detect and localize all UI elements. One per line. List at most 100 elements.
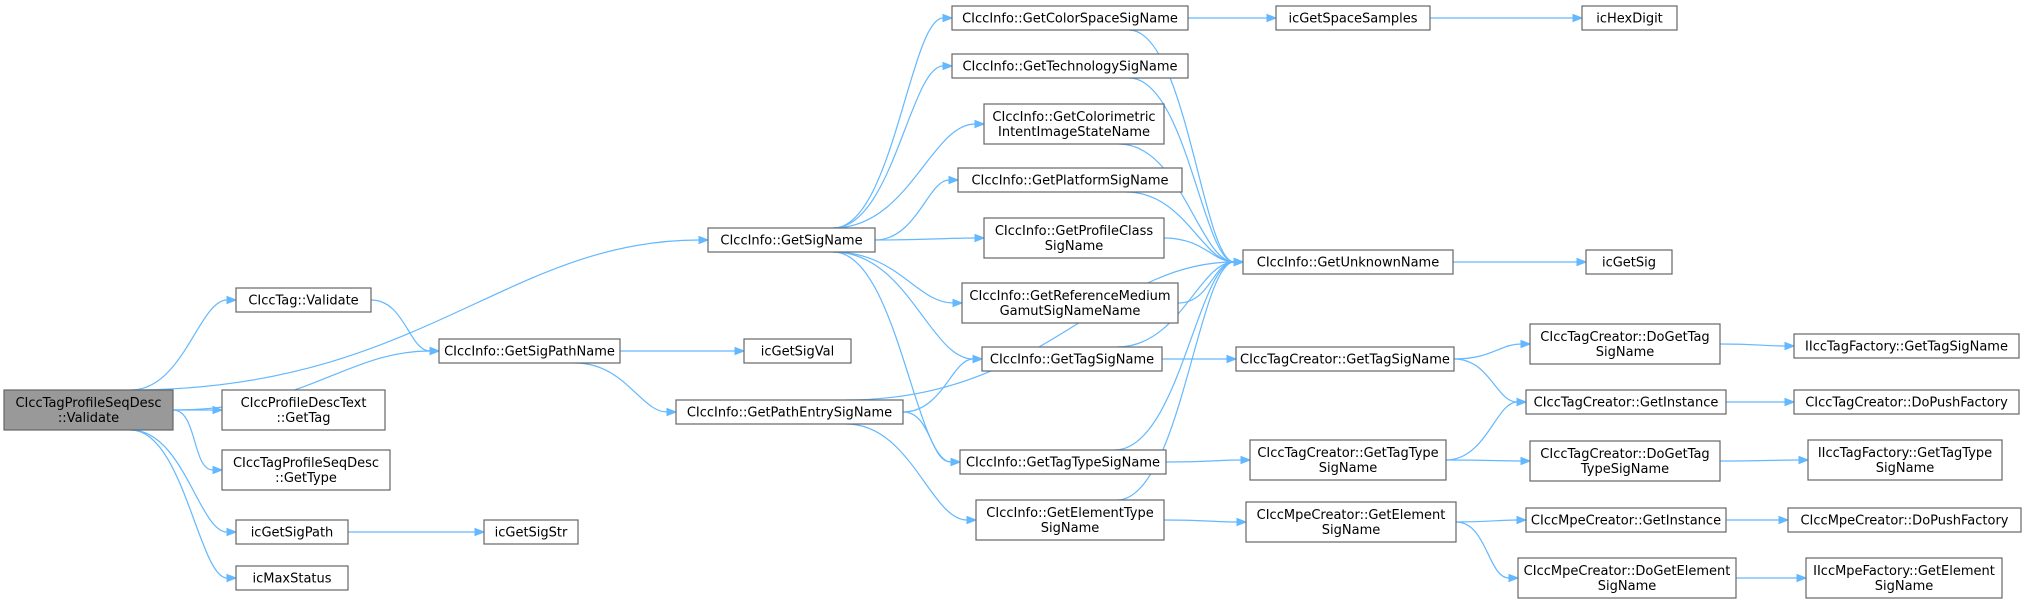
node-box: [1805, 557, 2003, 599]
node-desc-gettag[interactable]: CIccProfileDescText::GetTag: [221, 389, 386, 431]
node-getcolorimetric[interactable]: CIccInfo::GetColorimetricIntentImageStat…: [983, 103, 1165, 145]
edge-line: [130, 239, 700, 391]
node-getsigname[interactable]: CIccInfo::GetSigName: [707, 227, 876, 253]
node-creator-gettagtype[interactable]: CIccTagCreator::GetTagTypeSigName: [1249, 439, 1447, 481]
arrowhead-icon: [226, 527, 238, 537]
node-root[interactable]: CIccTagProfileSeqDesc::Validate: [3, 389, 174, 431]
edge-creator-gettagtype-to-creator-getinstance: [1445, 397, 1528, 461]
node-gettechnology[interactable]: CIccInfo::GetTechnologySigName: [951, 53, 1189, 79]
node-label: icGetSpaceSamples: [1288, 12, 1417, 27]
node-box: [1529, 440, 1721, 482]
node-getplatform[interactable]: CIccInfo::GetPlatformSigName: [957, 167, 1183, 193]
edge-getpathentry-to-info-getelemtype: [846, 423, 978, 525]
edge-line: [574, 362, 668, 413]
edge-root-to-icgetsigpath: [130, 429, 238, 537]
edge-line: [1455, 521, 1510, 579]
node-creator-getinstance[interactable]: CIccTagCreator::GetInstance: [1525, 389, 1727, 415]
edge-line: [130, 299, 228, 391]
node-getrefmedium[interactable]: CIccInfo::GetReferenceMediumGamutSigName…: [961, 282, 1179, 324]
node-box: [438, 338, 621, 364]
node-box: [957, 167, 1183, 193]
edge-line: [1125, 191, 1235, 263]
edge-info-getelemtype-to-getunknown: [1116, 257, 1245, 501]
node-label: CIccTagCreator::DoPushFactory: [1805, 396, 2008, 411]
node-label: CIccInfo::GetPlatformSigName: [971, 174, 1168, 189]
node-box: [975, 499, 1165, 541]
node-factory-gettagtype[interactable]: IIccTagFactory::GetTagTypeSigName: [1807, 439, 2003, 481]
arrowhead-icon: [1233, 257, 1245, 267]
arrowhead-icon: [1266, 13, 1278, 23]
node-getunknown[interactable]: CIccInfo::GetUnknownName: [1242, 249, 1454, 275]
node-label: CIccProfileDescText: [241, 396, 367, 411]
node-ichexdigit[interactable]: icHexDigit: [1581, 5, 1678, 31]
node-seq-gettype[interactable]: CIccTagProfileSeqDesc::GetType: [221, 449, 391, 491]
edge-line: [874, 179, 950, 241]
arrowhead-icon: [952, 298, 964, 308]
node-label: TypeSigName: [1580, 462, 1669, 477]
node-info-gettagtype[interactable]: CIccInfo::GetTagTypeSigName: [959, 449, 1167, 475]
node-box: [1517, 557, 1737, 599]
node-box: [1585, 249, 1673, 275]
arrowhead-icon: [942, 13, 954, 23]
node-label: CIccInfo::GetSigName: [720, 234, 862, 249]
node-getcolorspace[interactable]: CIccInfo::GetColorSpaceSigName: [951, 5, 1189, 31]
node-label: ::GetTag: [277, 411, 331, 426]
node-box: [221, 449, 391, 491]
edge-line: [1455, 519, 1518, 523]
node-label: SigName: [1596, 345, 1654, 360]
arrowhead-icon: [666, 407, 678, 417]
node-icgetsigval[interactable]: icGetSigVal: [743, 338, 852, 364]
edge-mpe-getelement-to-mpe-getinstance: [1455, 515, 1528, 525]
node-box: [1275, 5, 1431, 31]
edge-line: [833, 123, 976, 229]
node-box: [983, 217, 1165, 259]
node-mpe-dopush[interactable]: CIccMpeCreator::DoPushFactory: [1787, 507, 2022, 533]
node-getpathentry[interactable]: CIccInfo::GetPathEntrySigName: [675, 399, 904, 425]
edge-line: [1163, 237, 1235, 263]
node-box: [1807, 439, 2003, 481]
node-mpe-getinstance[interactable]: CIccMpeCreator::GetInstance: [1525, 507, 1727, 533]
node-box: [707, 227, 876, 253]
edge-line: [1453, 343, 1522, 360]
node-icgetsigstr[interactable]: icGetSigStr: [483, 519, 579, 545]
node-label: CIccTagCreator::GetTagType: [1257, 446, 1438, 461]
arrowhead-icon: [1520, 456, 1532, 466]
arrowhead-icon: [974, 119, 986, 129]
edge-getsigname-to-getrefmedium: [833, 251, 964, 308]
edge-getsigpathname-to-icgetsigval: [619, 346, 746, 356]
node-creator-gettagsig[interactable]: CIccTagCreator::GetTagSigName: [1235, 346, 1455, 372]
node-icmaxstatus[interactable]: icMaxStatus: [235, 565, 349, 591]
node-box: [981, 346, 1163, 372]
node-icgetsig[interactable]: icGetSig: [1585, 249, 1673, 275]
node-tag-validate[interactable]: CIccTag::Validate: [235, 287, 372, 313]
node-label: SigName: [1045, 239, 1103, 254]
node-creator-dopush[interactable]: CIccTagCreator::DoPushFactory: [1793, 389, 2020, 415]
edge-root-to-icmaxstatus: [130, 429, 238, 583]
node-box: [235, 519, 349, 545]
node-icgetspacesamples[interactable]: icGetSpaceSamples: [1275, 5, 1431, 31]
arrowhead-icon: [226, 295, 238, 305]
arrowhead-icon: [966, 515, 978, 525]
node-info-gettagsig[interactable]: CIccInfo::GetTagSigName: [981, 346, 1163, 372]
node-label: ::Validate: [58, 411, 119, 426]
node-box: [951, 5, 1189, 31]
arrowhead-icon: [950, 457, 962, 467]
node-factory-gettagsig[interactable]: IIccTagFactory::GetTagSigName: [1793, 333, 2020, 359]
node-label: CIccMpeCreator::GetInstance: [1531, 514, 1721, 529]
node-icgetsigpath[interactable]: icGetSigPath: [235, 519, 349, 545]
arrowhead-icon: [429, 346, 441, 356]
node-box: [1787, 507, 2022, 533]
node-box: [1249, 439, 1447, 481]
edge-line: [1719, 459, 1800, 462]
node-getsigpathname[interactable]: CIccInfo::GetSigPathName: [438, 338, 621, 364]
node-label: IIccMpeFactory::GetElement: [1813, 564, 1995, 579]
node-label: icHexDigit: [1596, 12, 1663, 27]
